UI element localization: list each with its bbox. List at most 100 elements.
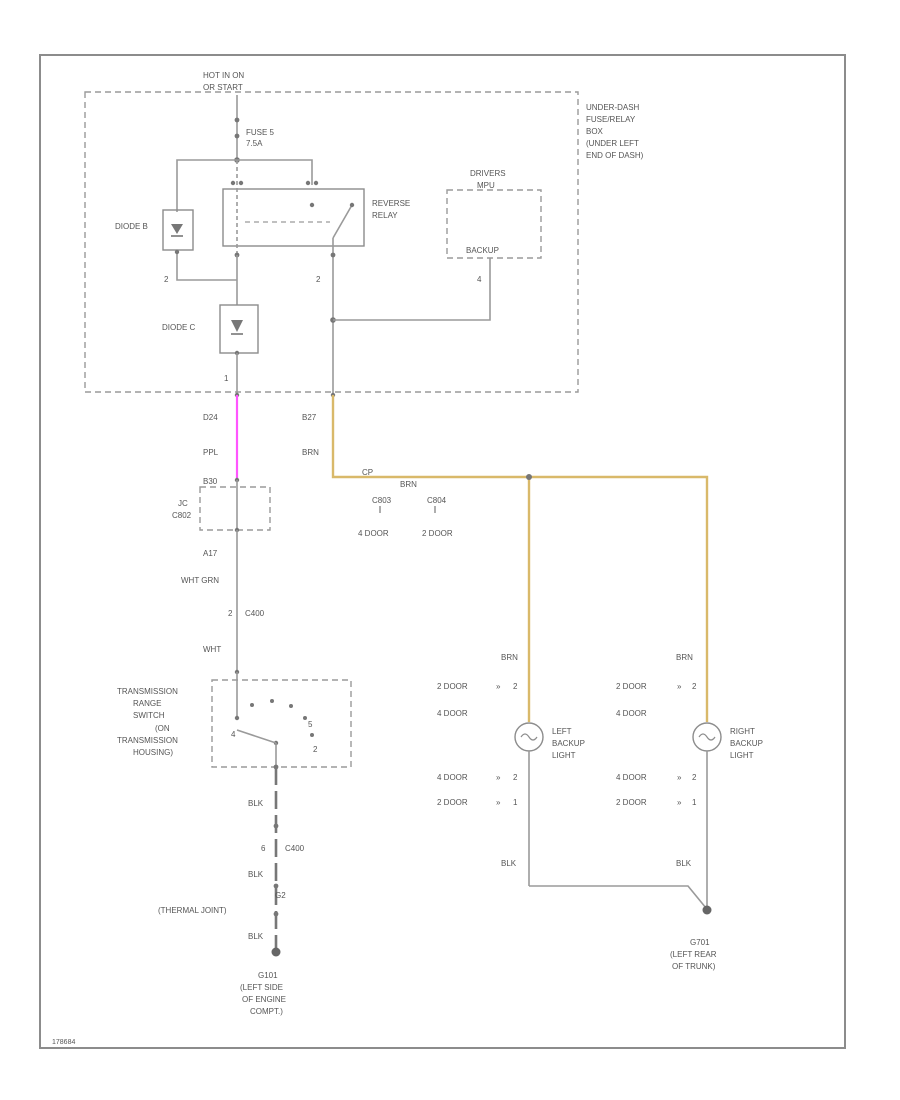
diode-b-symbol xyxy=(171,224,183,234)
diode-c-body xyxy=(219,304,259,354)
diode-c-label: DIODE C xyxy=(162,323,196,332)
right-conn-wire: BRN xyxy=(302,448,319,457)
left-chain-c-pin: 2 xyxy=(228,609,233,618)
diode-b-return-wire xyxy=(176,262,237,281)
ground-chain-g-desc: (THERMAL JOINT) xyxy=(158,906,227,915)
trans-pin-b: 2 xyxy=(313,745,318,754)
jc-box xyxy=(199,486,271,531)
mpu-wire xyxy=(333,258,491,321)
ground-left-label: COMPT.) xyxy=(250,1007,283,1016)
ground-left-label: (LEFT SIDE xyxy=(240,983,283,992)
brn-wire-main xyxy=(331,395,709,722)
left-lamp-blk: BLK xyxy=(501,859,517,868)
left-lamp-r4-pin: 1 xyxy=(513,798,518,807)
switch-contact xyxy=(270,699,274,703)
door-conn-b-label: 2 DOOR xyxy=(422,529,453,538)
fuse-box-label: UNDER-DASH xyxy=(586,103,640,112)
fuse-node xyxy=(234,117,240,123)
switch-contact xyxy=(289,704,293,708)
switch-arm xyxy=(236,729,277,744)
fuse-box-label: BOX xyxy=(586,127,604,136)
diode-b-pin: 2 xyxy=(164,275,169,284)
switch-contact xyxy=(250,703,254,707)
ground-right-id: G701 xyxy=(690,938,710,947)
relay-switch-node xyxy=(309,202,315,208)
terminal-node xyxy=(174,249,180,255)
junction-node xyxy=(526,474,532,480)
right-lamp-r3-arrow: » xyxy=(677,773,682,782)
trans-switch-box xyxy=(211,679,352,768)
fuse-relay-box xyxy=(84,91,579,393)
diode-b-label: DIODE B xyxy=(115,222,148,231)
relay-terminal xyxy=(313,180,319,186)
jc-conn: C802 xyxy=(172,511,192,520)
terminal-node xyxy=(330,252,336,258)
relay-pin: 2 xyxy=(316,275,321,284)
brn-run-label: BRN xyxy=(400,480,417,489)
left-lamp-r3-arrow: » xyxy=(496,773,501,782)
fuse-label: FUSE 5 xyxy=(246,128,275,137)
terminal-node xyxy=(273,911,279,917)
right-lamp-r4-arrow: » xyxy=(677,798,682,807)
left-chain-w1: A17 xyxy=(203,549,218,558)
left-lamp-label: BACKUP xyxy=(552,739,585,748)
left-lamp-r4-arrow: » xyxy=(496,798,501,807)
trans-switch-label: HOUSING) xyxy=(133,748,173,757)
mpu-label: MPU xyxy=(477,181,495,190)
left-chain-c-conn: C400 xyxy=(245,609,265,618)
right-lamp-r1-arrow: » xyxy=(677,682,682,691)
right-lamp-label: BACKUP xyxy=(730,739,763,748)
trans-switch-label: RANGE xyxy=(133,699,161,708)
mpu-backup-label: BACKUP xyxy=(466,246,499,255)
left-lamp-brn: BRN xyxy=(501,653,518,662)
fuse-box-label: (UNDER LEFT xyxy=(586,139,639,148)
ground-chain-w3: BLK xyxy=(248,932,264,941)
relay-switch-node xyxy=(349,202,355,208)
terminal-node xyxy=(273,883,279,889)
relay-terminal xyxy=(238,180,244,186)
switch-contact xyxy=(234,715,240,721)
left-conn-id: D24 xyxy=(203,413,218,422)
ground-chain-g: G2 xyxy=(275,891,286,900)
diode-c-pin: 1 xyxy=(224,374,229,383)
ground-right-point xyxy=(702,905,712,915)
trans-switch-label: TRANSMISSION xyxy=(117,736,178,745)
diagram-frame xyxy=(39,54,846,1049)
right-lamp-r4-label: 2 DOOR xyxy=(616,798,647,807)
ground-chain-w2: BLK xyxy=(248,870,264,879)
left-lamp-ground-wire xyxy=(529,885,707,909)
fuse-rating: 7.5A xyxy=(246,139,263,148)
jc-conn-pin: B30 xyxy=(203,477,218,486)
right-lamp-label: LIGHT xyxy=(730,751,754,760)
trans-pin-c: 4 xyxy=(231,730,236,739)
diagram-ref-number: 178684 xyxy=(52,1039,75,1046)
left-lamp-r3-label: 4 DOOR xyxy=(437,773,468,782)
right-lamp-r3-label: 4 DOOR xyxy=(616,773,647,782)
ppl-wire-label: PPL xyxy=(203,448,219,457)
right-lamp-blk: BLK xyxy=(676,859,692,868)
trans-switch-label: (ON xyxy=(155,724,170,733)
top-bus-wire xyxy=(176,159,313,212)
power-source-label: HOT IN ON xyxy=(203,71,244,80)
left-lamp-r1-arrow: » xyxy=(496,682,501,691)
ground-left-label: OF ENGINE xyxy=(242,995,286,1004)
door-conn-a: C803 xyxy=(372,496,392,505)
power-source-label-2: OR START xyxy=(203,83,243,92)
terminal-node xyxy=(273,764,279,770)
right-lamp-r2-label: 4 DOOR xyxy=(616,709,647,718)
diode-c-symbol xyxy=(231,320,243,332)
right-conn-id: B27 xyxy=(302,413,317,422)
fuse-node xyxy=(234,133,240,139)
right-bulb-filament xyxy=(698,733,716,741)
left-lamp-r1-pin: 2 xyxy=(513,682,518,691)
reverse-relay-label: REVERSE xyxy=(372,199,410,208)
door-conn-a-label: 4 DOOR xyxy=(358,529,389,538)
ground-chain-w1: BLK xyxy=(248,799,264,808)
left-lamp-r2-label: 4 DOOR xyxy=(437,709,468,718)
relay-terminal xyxy=(305,180,311,186)
terminal-node xyxy=(273,823,279,829)
brn-cp-label: CP xyxy=(362,468,373,477)
relay-switch-contact xyxy=(332,204,353,239)
left-bulb-filament xyxy=(520,733,538,741)
